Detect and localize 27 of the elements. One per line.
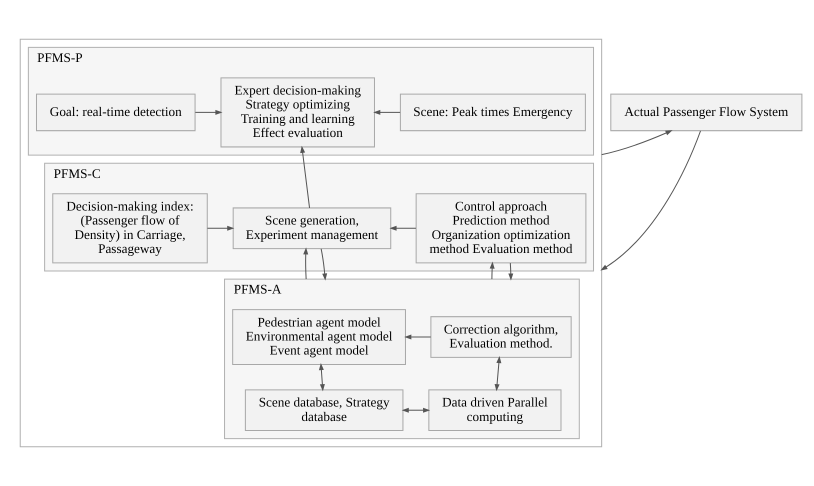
arrow bbox=[490, 262, 495, 280]
node-box: Scene database, Strategy database bbox=[244, 389, 404, 432]
node-box: Decision-making index: (Passenger flow of Density) in Carriage, Passageway bbox=[52, 193, 208, 264]
node-box: Expert decision-making Strategy optimizing Training and learning Effect evaluation bbox=[220, 77, 375, 148]
arrow bbox=[402, 408, 430, 413]
node-box: Control approach Prediction method Organization optimization method Evaluation method bbox=[416, 193, 586, 264]
node-box: Scene: Peak times Emergency bbox=[400, 94, 586, 132]
arrow bbox=[389, 226, 416, 231]
node-box: Scene generation, Experiment management bbox=[232, 207, 392, 250]
arrow bbox=[300, 146, 310, 208]
arrow bbox=[318, 363, 325, 392]
arrow bbox=[303, 247, 308, 280]
node-box: Correction algorithm, Evaluation method. bbox=[430, 316, 572, 358]
arrow bbox=[494, 356, 502, 392]
arrow bbox=[207, 226, 234, 231]
node-box: Data driven Parallel computing bbox=[428, 389, 562, 432]
node-box: Goal: real-time detection bbox=[36, 94, 196, 132]
arrow bbox=[320, 248, 328, 281]
arrow bbox=[508, 263, 514, 281]
arrow bbox=[600, 130, 701, 271]
arrow bbox=[373, 110, 400, 115]
arrow bbox=[602, 130, 673, 156]
node-box: Actual Passenger Flow System bbox=[610, 94, 802, 132]
node-box: Pedestrian agent model Environmental agent model Event agent model bbox=[232, 309, 406, 365]
arrow bbox=[404, 334, 431, 340]
arrow bbox=[195, 110, 222, 115]
cluster bbox=[20, 38, 602, 448]
